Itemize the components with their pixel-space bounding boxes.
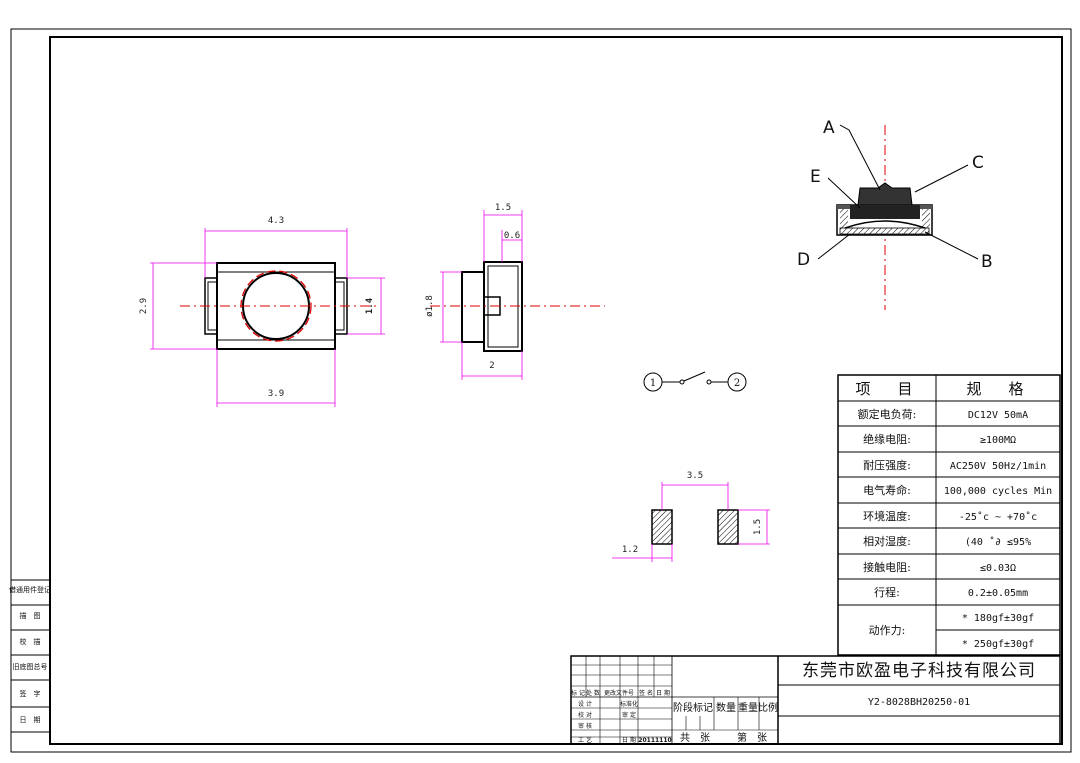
tb-qty: 数量 [716, 701, 736, 714]
section-label-c: C [972, 153, 984, 173]
tb-mid-label: 标准化 [620, 700, 638, 708]
terminal-label: 2 [734, 378, 740, 389]
tb-row-label: 工 艺 [578, 736, 592, 744]
terminal-label: 1 [650, 378, 656, 389]
pad-layout: 3.5 1.5 1.2 [612, 471, 770, 562]
spec-item: 电气寿命: [863, 483, 911, 497]
drawing-number: Y2-8028BH20250-01 [868, 697, 970, 708]
outer-border [10, 28, 1072, 753]
spec-header-spec: 规 格 [966, 380, 1029, 398]
section-label-e: E [810, 167, 821, 187]
section-label-a: A [823, 118, 835, 138]
spec-value: DC12V 50mA [968, 410, 1028, 421]
dim-label: 2 [489, 361, 494, 371]
side-column: 借通用件登记 描 图 校 描 旧底图总号 签 字 日 期 [9, 579, 51, 733]
side-label: 借通用件登记 [9, 585, 51, 594]
tb-weight: 重量 [738, 701, 758, 714]
spec-item: 耐压强度: [863, 458, 911, 472]
spec-value: 100,000 cycles Min [944, 486, 1052, 497]
cross-section: A B C D E [797, 118, 993, 310]
tb-row-label: 设 计 [578, 700, 592, 708]
spec-item: 行程: [874, 586, 900, 599]
title-block: 东莞市欧盈电子科技有限公司 Y2-8028BH20250-01 标 记 处 数 … [570, 655, 1061, 745]
side-label: 描 图 [20, 611, 41, 620]
dim-label: 4.3 [268, 216, 284, 226]
tb-sheets-total: 共 张 [680, 732, 710, 744]
side-label: 日 期 [20, 716, 41, 724]
tb-stage: 阶段标记 [673, 701, 713, 714]
section-label-d: D [797, 250, 810, 270]
spec-value: -25˚c ~ +70˚c [959, 511, 1037, 523]
side-label: 校 描 [20, 637, 41, 646]
spec-value-force: * 250gf±30gf [962, 639, 1034, 650]
tb-row-label: 审 核 [578, 722, 592, 730]
spec-item-force: 动作力: [869, 624, 906, 637]
spec-value: 0.2±0.05mm [968, 588, 1028, 599]
dim-label: 1.5 [753, 519, 763, 535]
tb-row-label: 校 对 [578, 711, 592, 719]
side-view: 1.5 0.6 ø1.8 2 [425, 203, 605, 380]
tb-date: 20111110 [638, 737, 671, 744]
spec-value: ≥100MΩ [980, 435, 1016, 446]
tb-scale: 比例 [758, 701, 778, 714]
top-view: 4.3 2.9 1.4 3.9 [139, 216, 385, 407]
dim-label: ø1.8 [425, 295, 435, 317]
tb-header: 标 记 [571, 689, 585, 697]
tb-mid-label: 审 定 [622, 711, 636, 719]
tb-header: 日 期 [656, 689, 670, 697]
spec-table: 项 目 规 格 额定电负荷: DC12V 50mA 绝缘电阻: ≥100MΩ 耐… [837, 374, 1061, 656]
tb-header: 处 数 [586, 689, 600, 697]
spec-item: 接触电阻: [863, 560, 911, 574]
spec-item: 环境温度: [863, 509, 911, 523]
spec-value: AC250V 50Hz/1min [950, 461, 1046, 472]
spec-item: 额定电负荷: [858, 407, 917, 421]
tb-header: 更改文件号 [604, 689, 634, 697]
side-label: 旧底图总号 [13, 662, 48, 671]
dim-label: 3.9 [268, 389, 284, 399]
dim-label: 1.4 [365, 297, 375, 314]
spec-value: ≤0.03Ω [980, 563, 1016, 574]
spec-header-item: 项 目 [855, 380, 918, 398]
inner-border [49, 36, 1063, 745]
dim-label: 3.5 [687, 471, 703, 481]
section-label-b: B [981, 252, 993, 272]
circuit-symbol: 1 2 [643, 371, 747, 392]
spec-item: 相对湿度: [863, 534, 911, 548]
dim-label: 0.6 [504, 231, 520, 241]
dim-label: 2.9 [139, 298, 149, 314]
tb-sheet-no: 第 张 [737, 731, 767, 744]
tb-header: 签 名 [639, 689, 653, 697]
side-label: 签 字 [20, 689, 41, 698]
dim-label: 1.2 [622, 545, 638, 555]
spec-value: (40 ˚∂ ≤95% [965, 536, 1031, 548]
dim-label: 1.5 [495, 203, 511, 213]
tb-mid-label: 日 期 [622, 736, 636, 744]
spec-item: 绝缘电阻: [863, 432, 911, 446]
company-name: 东莞市欧盈电子科技有限公司 [802, 661, 1036, 681]
spec-value-force: * 180gf±30gf [962, 613, 1034, 624]
